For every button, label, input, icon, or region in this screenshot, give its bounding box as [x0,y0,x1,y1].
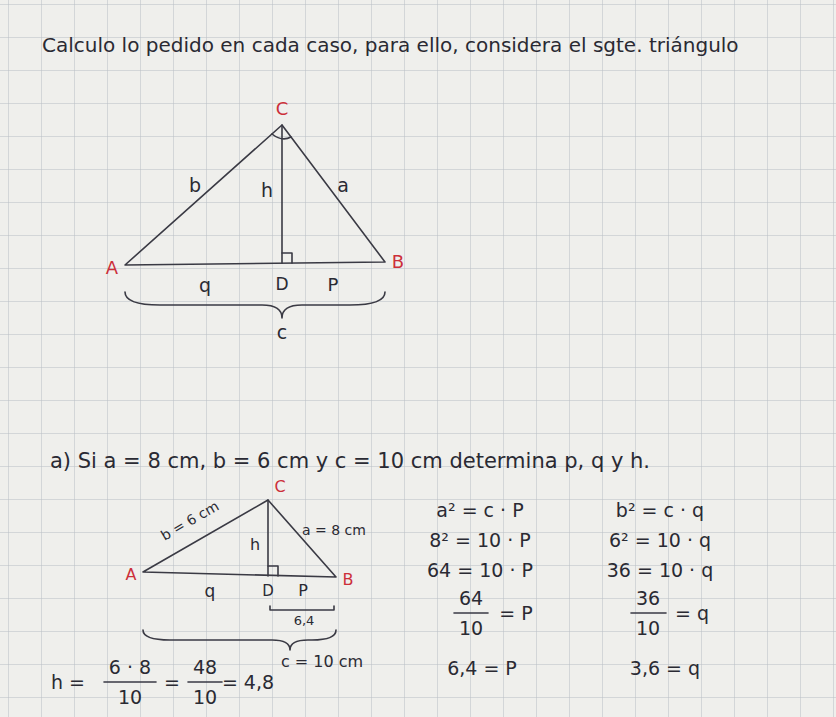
math-label: b = 6 cm [158,498,222,545]
math-label: h [261,179,273,202]
math-label: 10 [459,617,483,640]
math-label: P [298,581,308,600]
math-label: a² = c · P [436,499,523,522]
right-angle-mark [268,566,278,576]
math-label: h = [51,671,85,694]
fraction-bar [188,681,222,683]
right-angle-mark [282,253,292,263]
height-line [281,125,283,263]
math-label: 6,4 [294,613,315,629]
math-label: 8² = 10 · P [429,529,530,552]
math-label: 6² = 10 · q [609,529,711,552]
math-label: = P [499,602,532,625]
height-line [267,500,269,576]
math-label: 64 = 10 · P [427,559,533,582]
vertex-label: B [343,570,354,589]
fraction-bar [104,681,156,683]
vertex-label: A [126,565,137,584]
math-label: q [205,581,216,601]
vertex-label: B [392,251,404,273]
math-label: = q [675,602,709,625]
math-label: 3,6 = q [630,657,700,680]
vertex-label: C [276,98,289,120]
math-label: 10 [118,686,142,709]
math-label: b [189,174,201,197]
math-label: 10 [636,617,660,640]
math-label: c = 10 cm [281,652,363,671]
math-label: a = 8 cm [302,522,366,539]
bracket [270,606,334,610]
math-label: D [275,274,288,294]
math-label: = 4,8 [222,671,274,694]
triangle [125,125,385,265]
brace [125,292,385,318]
math-label: a [337,174,349,197]
math-label: 36 [636,587,660,610]
math-label: P [328,274,339,296]
fraction-bar [454,612,488,614]
math-label: b² = c · q [616,499,704,522]
math-label: 6 · 8 [109,656,151,679]
page-heading: Calculo lo pedido en cada caso, para ell… [42,33,739,57]
math-label: 10 [193,686,217,709]
math-label: 6,4 = P [447,657,517,680]
math-label: c [277,321,287,344]
angle-arc [272,134,291,139]
math-label: = [164,671,180,694]
math-label: 36 = 10 · q [607,559,714,582]
math-label: 64 [459,587,483,610]
math-label: 48 [193,656,217,679]
math-label: h [250,535,260,554]
math-label: q [199,274,211,297]
math-label: D [262,582,274,600]
vertex-label: C [274,477,285,496]
vertex-label: A [106,257,118,279]
fraction-bar [631,612,666,614]
brace [143,630,336,650]
math-label: a) Si a = 8 cm, b = 6 cm y c = 10 cm det… [50,449,650,474]
